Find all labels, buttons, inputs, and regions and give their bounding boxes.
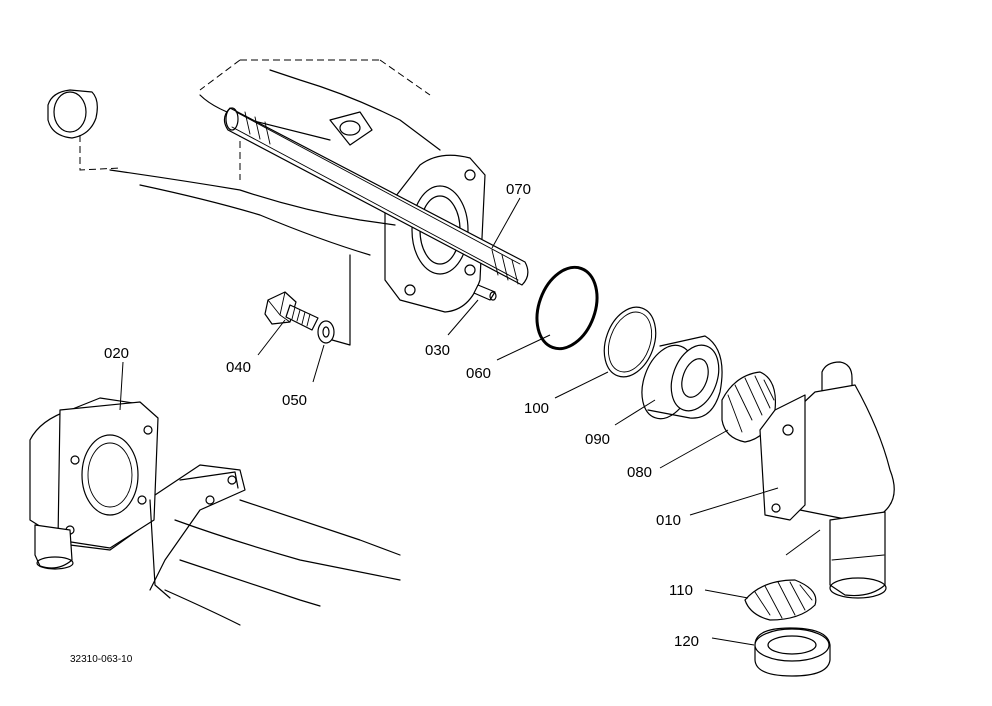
callout-labels: 070 030 040 050 060 100 090 080 010 020 … [70,181,699,665]
callout-100: 100 [524,400,549,417]
callout-020: 020 [104,345,129,362]
gear-case [759,361,895,599]
callout-050: 050 [282,392,307,409]
ball-bearing [641,335,723,420]
callout-010: 010 [656,512,681,529]
document-number: 32310-063-10 [70,654,133,665]
axle-housing-drawing [47,59,486,346]
callout-120: 120 [674,633,699,650]
bevel-pinion [744,579,817,621]
callout-110: 110 [669,582,693,599]
lower-housing-drawing [149,464,401,626]
leader-lines [119,197,779,646]
bolt [264,291,319,331]
callout-060: 060 [466,365,491,382]
callout-030: 030 [425,342,450,359]
pin [473,284,497,301]
o-ring [535,265,599,351]
callout-040: 040 [226,359,251,376]
flange-housing [29,397,159,570]
callout-090: 090 [585,431,610,448]
lower-bearing [754,627,831,677]
callout-070: 070 [506,181,531,198]
washer [317,320,335,344]
callout-080: 080 [627,464,652,481]
axle-shaft [223,107,529,286]
shim-ring [603,306,657,378]
